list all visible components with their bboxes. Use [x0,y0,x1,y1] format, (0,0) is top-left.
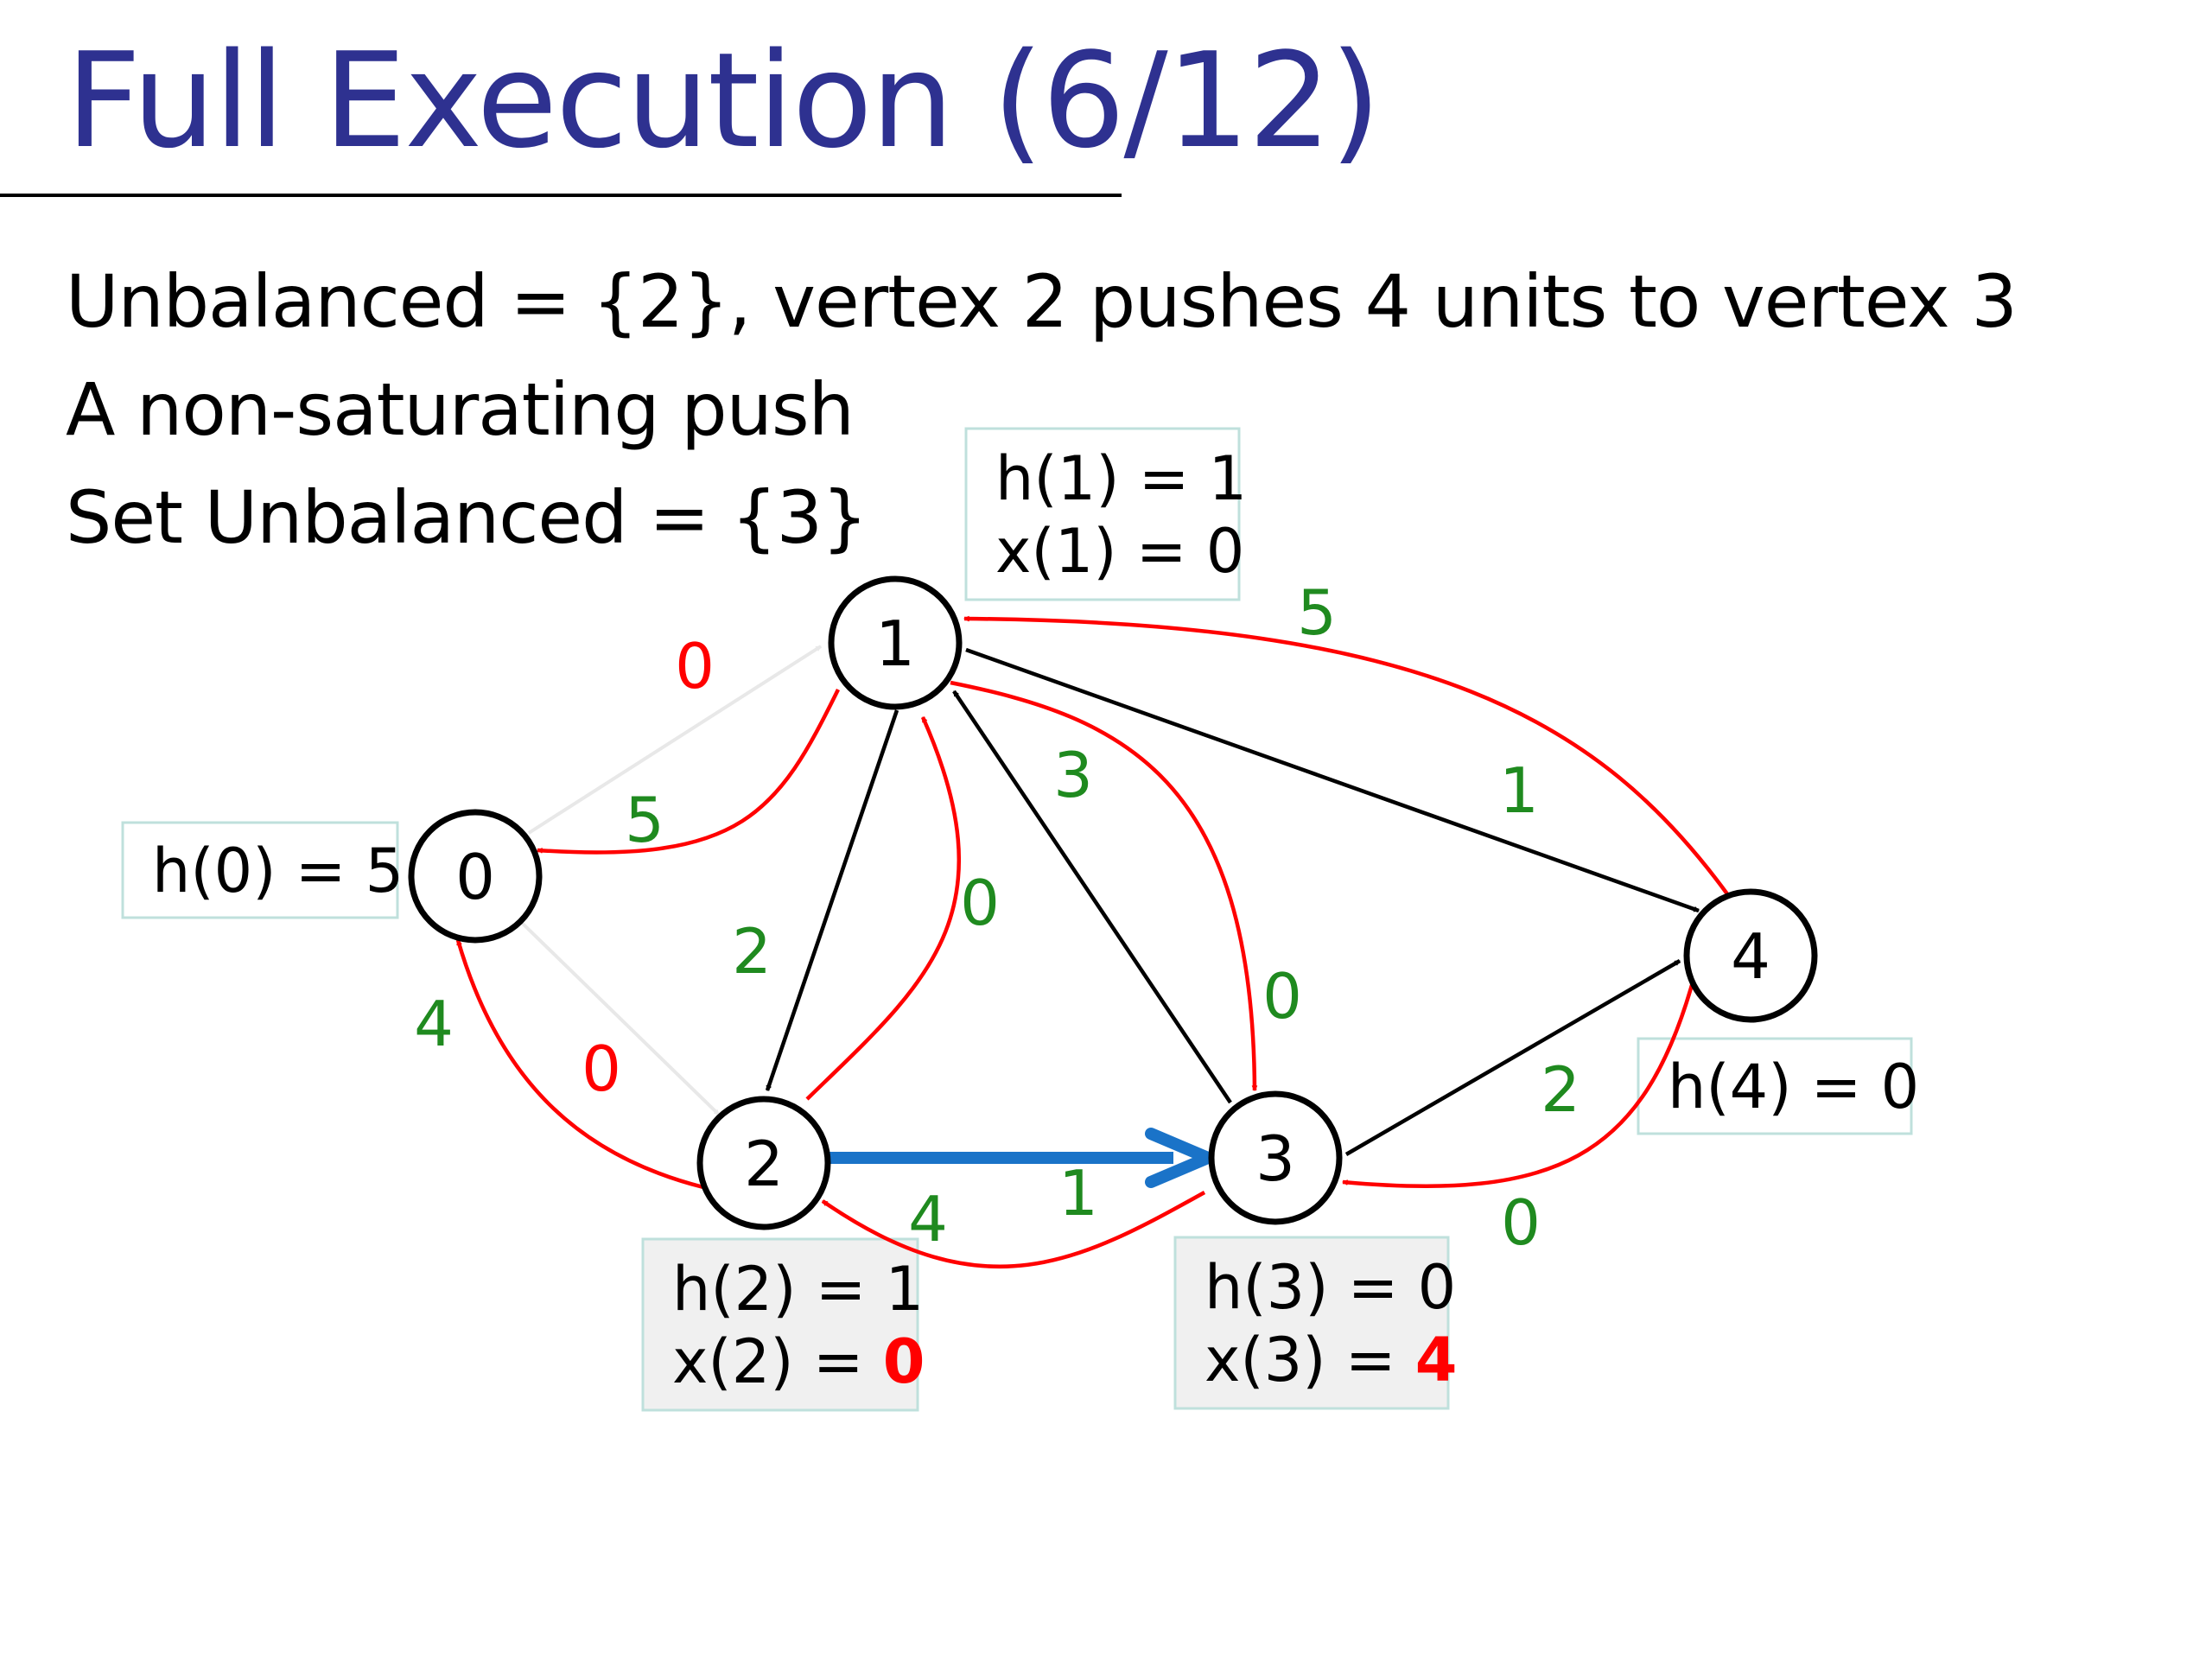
edge-label-3-to-2: 4 [908,1183,948,1255]
node-0-label: 0 [455,841,495,913]
excess-value-node-3: 4 [1415,1325,1458,1395]
edge-3-to-1 [952,690,1232,1104]
edge-2-to-3-push [828,1128,1214,1188]
height-label-node-4: h(4) = 0 [1668,1052,1919,1122]
excess-label-node-1: x(1) = 0 [995,516,1244,587]
edge-label-2-to-1: 0 [960,867,1000,939]
node-3: 3 [1208,1090,1343,1225]
text-line-push-type: A non-saturating push [66,367,855,452]
text-line-unbalanced: Unbalanced = {2}, vertex 2 pushes 4 unit… [66,259,2018,344]
edge-2-to-0-residual [455,940,704,1190]
info-box-node-2: h(2) = 1 x(2) = 0 [641,1237,925,1412]
info-box-node-0: h(0) = 5 [121,821,404,919]
title-underline [0,194,1122,197]
edge-label-2-to-3: 1 [1058,1157,1098,1230]
height-label-node-0: h(0) = 5 [152,836,404,906]
edge-label-3-to-4: 2 [1541,1053,1580,1126]
slide-title: Full Execution (6/12) [66,24,1381,177]
node-2-label: 2 [744,1128,784,1200]
edge-label-1-to-3: 0 [1262,960,1302,1033]
edge-4-to-3-residual [1343,984,1694,1188]
info-box-node-3: h(3) = 0 x(3) = 4 [1173,1236,1457,1410]
edge-label-4-to-3: 0 [1501,1186,1541,1259]
height-label-node-1: h(1) = 1 [995,443,1247,514]
edge-1-to-4 [965,647,1699,913]
edge-label-0-to-1: 0 [675,630,715,702]
excess-label-node-2: x(2) = 0 [672,1326,925,1397]
node-1-label: 1 [875,607,915,680]
edge-label-1-to-4: 1 [1499,754,1539,827]
info-box-node-4: h(4) = 0 [1637,1037,1919,1135]
node-4: 4 [1683,888,1818,1023]
node-4-label: 4 [1731,920,1770,993]
edge-label-2-to-0: 4 [414,988,454,1060]
edge-4-to-1-residual [964,619,1730,897]
edge-1-to-3-residual [950,680,1255,1090]
edge-0-to-1 [527,645,823,835]
excess-label-node-3: x(3) = 4 [1205,1325,1457,1395]
edge-3-to-2-residual [821,1191,1206,1269]
node-1: 1 [828,575,963,710]
edge-0-to-2 [520,921,721,1116]
edge-1-to-2 [765,709,899,1090]
edge-label-1-to-2: 2 [732,915,772,988]
node-2: 2 [696,1096,831,1230]
node-0: 0 [408,809,543,944]
edge-1-to-0-residual [537,689,841,855]
excess-value-node-2: 0 [883,1326,925,1397]
info-box-node-1: h(1) = 1 x(1) = 0 [964,427,1247,601]
edge-3-to-4 [1344,959,1681,1156]
edge-label-0-to-2: 0 [582,1033,621,1105]
height-label-node-2: h(2) = 1 [672,1254,924,1325]
height-label-node-3: h(3) = 0 [1205,1252,1456,1323]
edge-2-to-1-residual [805,717,962,1101]
edge-label-4-to-1: 5 [1297,576,1337,649]
text-line-set-unbalanced: Set Unbalanced = {3} [66,475,868,560]
node-3-label: 3 [1255,1122,1295,1195]
edge-label-1-to-0: 5 [625,784,664,856]
edge-label-3-to-1: 3 [1053,739,1093,811]
